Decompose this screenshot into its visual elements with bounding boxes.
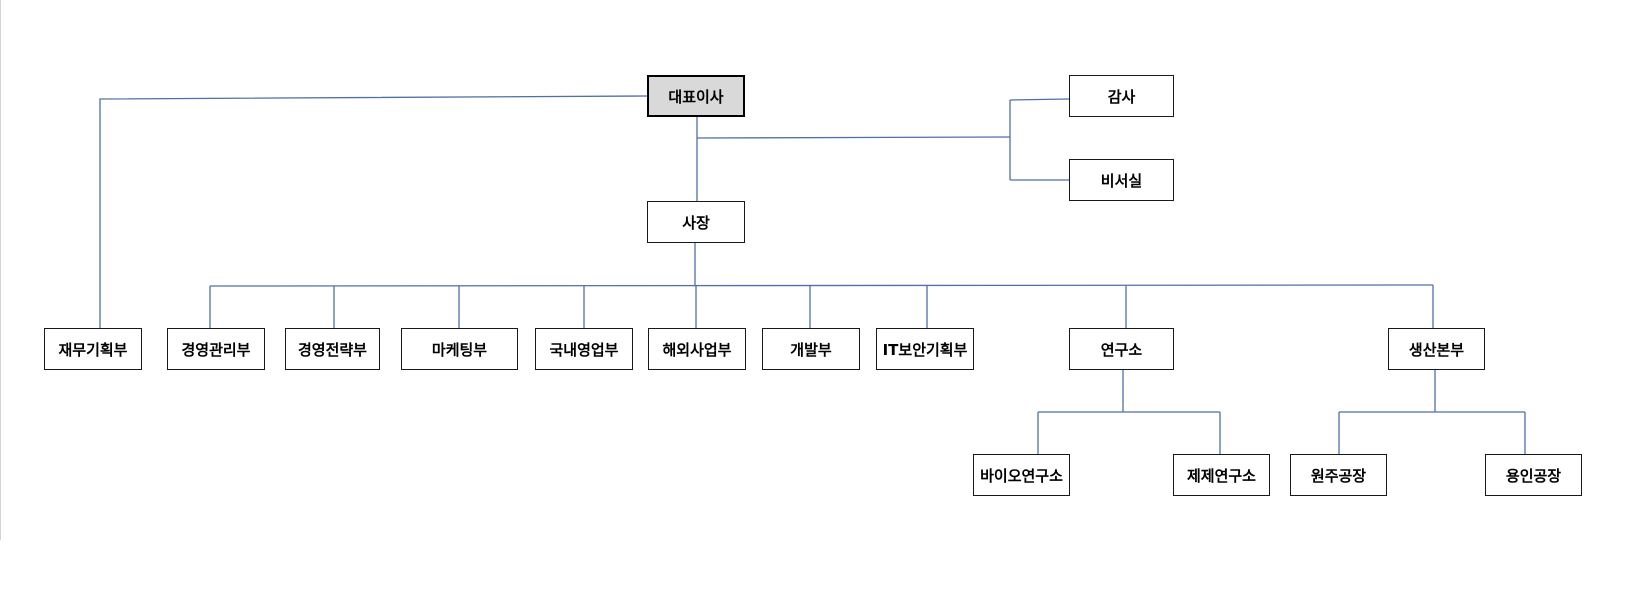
box-ceo[interactable]: 대표이사 <box>647 75 745 117</box>
box-mgmt-strategy[interactable]: 경영전략부 <box>285 328 380 370</box>
box-bio-research[interactable]: 바이오연구소 <box>973 454 1070 496</box>
box-domestic-sales[interactable]: 국내영업부 <box>535 328 633 370</box>
box-mgmt-admin[interactable]: 경영관리부 <box>167 328 265 370</box>
connector-dept-bus <box>209 284 1434 287</box>
left-edge-line <box>0 0 1 540</box>
box-secretariat[interactable]: 비서실 <box>1069 159 1174 201</box>
box-it-security[interactable]: IT보안기획부 <box>876 328 974 370</box>
box-marketing[interactable]: 마케팅부 <box>401 328 518 370</box>
box-yongin-plant[interactable]: 용인공장 <box>1485 454 1582 496</box>
box-president[interactable]: 사장 <box>647 201 745 243</box>
box-production-hq[interactable]: 생산본부 <box>1388 328 1485 370</box>
connector-ceo-to-finance <box>99 95 648 328</box>
connector-staff-branch-h <box>696 136 1011 139</box>
box-overseas-business[interactable]: 해외사업부 <box>648 328 746 370</box>
box-finance-planning[interactable]: 재무기획부 <box>44 328 142 370</box>
box-research-institute[interactable]: 연구소 <box>1069 328 1174 370</box>
connector-staff-to-audit <box>1009 98 1070 101</box>
box-development[interactable]: 개발부 <box>762 328 860 370</box>
box-audit[interactable]: 감사 <box>1069 75 1174 117</box>
box-formulation-research[interactable]: 제제연구소 <box>1173 454 1270 496</box>
box-wonju-plant[interactable]: 원주공장 <box>1290 454 1387 496</box>
